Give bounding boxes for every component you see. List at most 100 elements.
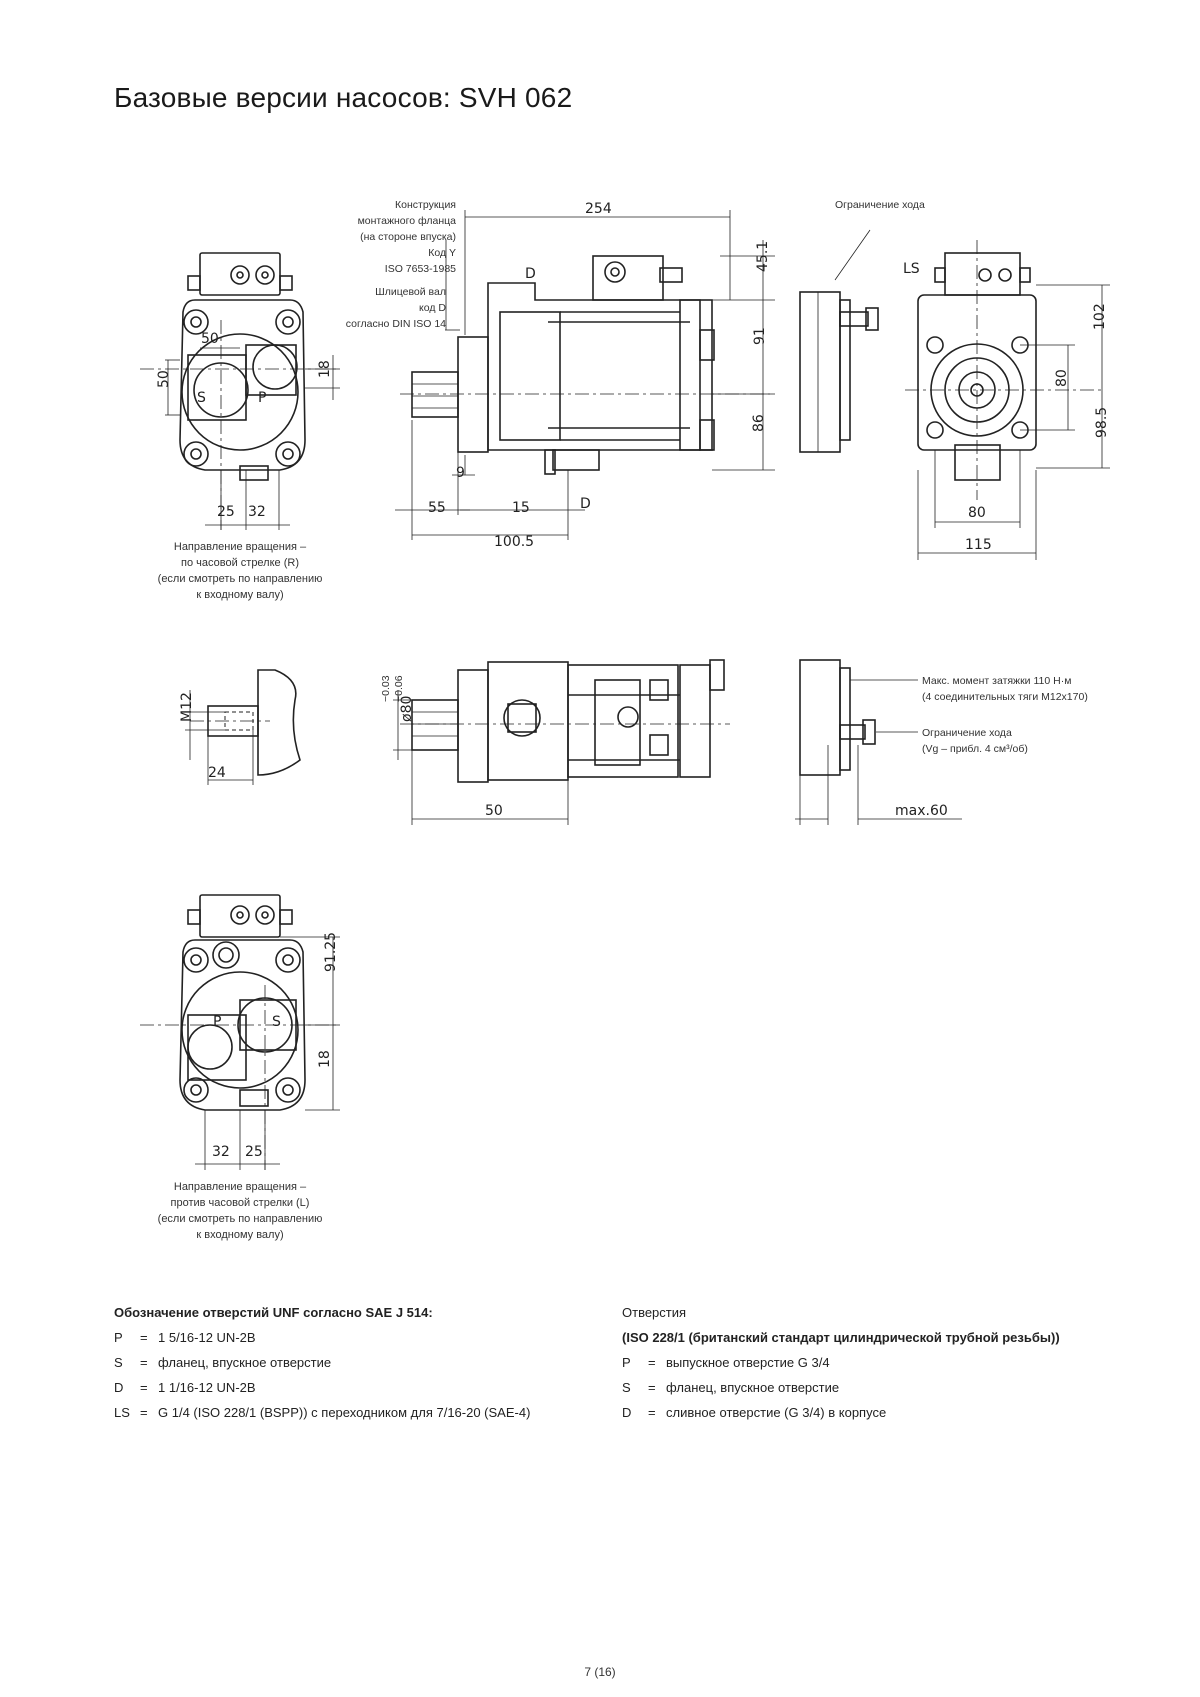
front-view-l bbox=[140, 894, 340, 1170]
notes-right-row: P = выпускное отверстие G 3/4 bbox=[622, 1350, 1162, 1375]
note-key: D bbox=[622, 1405, 632, 1420]
rear-view-dims bbox=[917, 284, 1110, 560]
rotation-r-line1: Направление вращения – bbox=[174, 541, 307, 553]
note-value: 1 1/16-12 UN-2B bbox=[158, 1380, 256, 1395]
port-d-top-label: D bbox=[525, 266, 536, 282]
stroke-limit-2-label-1: Ограничение хода bbox=[922, 727, 1012, 739]
notes-right-row: S = фланец, впускное отверстие bbox=[622, 1375, 1162, 1400]
dim-80-tol-up: −0.03 bbox=[380, 675, 392, 702]
notes-left-row: D = 1 1/16-12 UN-2B bbox=[114, 1375, 614, 1400]
dim-24: 24 bbox=[208, 765, 226, 781]
dim-98-5: 98.5 bbox=[1094, 407, 1110, 438]
page-number: 7 (16) bbox=[584, 1665, 616, 1679]
dim-80-right: 80 bbox=[1054, 369, 1070, 387]
flange-label-4: Код Y bbox=[428, 247, 456, 259]
stroke-limit-label: Ограничение хода bbox=[835, 199, 925, 211]
shaft-detail bbox=[190, 669, 301, 776]
page-title: Базовые версии насосов: SVH 062 bbox=[114, 82, 573, 113]
note-value: 1 5/16-12 UN-2B bbox=[158, 1330, 256, 1345]
port-s-label: S bbox=[197, 390, 206, 406]
torque-label-1: Макс. момент затяжки 110 Н·м bbox=[922, 675, 1071, 687]
dim-max-60: max.60 bbox=[895, 803, 948, 819]
top-view bbox=[400, 659, 730, 783]
note-eq: = bbox=[140, 1380, 148, 1395]
top-view-dims bbox=[393, 690, 569, 825]
notes-left-row: P = 1 5/16-12 UN-2B bbox=[114, 1325, 614, 1350]
note-eq: = bbox=[140, 1405, 148, 1420]
note-key: S bbox=[622, 1380, 631, 1395]
note-value: сливное отверстие (G 3/4) в корпусе bbox=[666, 1405, 887, 1420]
dim-50-side: 50 bbox=[485, 803, 503, 819]
note-eq: = bbox=[648, 1405, 656, 1420]
note-key: P bbox=[114, 1330, 123, 1345]
dim-50-top: 50 bbox=[201, 331, 219, 347]
dim-18-bottom: 18 bbox=[317, 1050, 333, 1068]
dim-32-bottom: 32 bbox=[212, 1144, 230, 1160]
note-value: G 1/4 (ISO 228/1 (BSPP)) с переходником … bbox=[158, 1405, 531, 1420]
note-key: LS bbox=[114, 1405, 130, 1420]
shaft-label-2: код D bbox=[419, 302, 446, 314]
flange-label-2: монтажного фланца bbox=[358, 215, 457, 227]
dim-91-25: 91.25 bbox=[323, 932, 339, 972]
dim-55: 55 bbox=[428, 500, 446, 516]
rotation-l-line2: против часовой стрелки (L) bbox=[171, 1197, 310, 1209]
note-eq: = bbox=[140, 1330, 148, 1345]
rotation-r-line2: по часовой стрелке (R) bbox=[181, 557, 299, 569]
side-view-main bbox=[400, 255, 770, 475]
dim-102: 102 bbox=[1092, 303, 1108, 330]
notes-left-heading: Обозначение отверстий UNF согласно SAE J… bbox=[114, 1305, 433, 1320]
note-value: выпускное отверстие G 3/4 bbox=[666, 1355, 830, 1370]
shaft-label-1: Шлицевой вал bbox=[375, 286, 446, 298]
dim-115: 115 bbox=[965, 537, 992, 553]
side-view-main-dims bbox=[395, 210, 775, 540]
notes-right-heading-1: Отверстия bbox=[622, 1305, 687, 1320]
stroke-limiter-bottom bbox=[799, 659, 918, 776]
note-eq: = bbox=[140, 1355, 148, 1370]
notes-right: Отверстия (ISO 228/1 (британский стандар… bbox=[622, 1300, 1162, 1425]
rotation-r-line3: (если смотреть по направлению bbox=[158, 573, 323, 585]
rotation-l-line1: Направление вращения – bbox=[174, 1181, 307, 1193]
front-view-l-dims bbox=[195, 936, 340, 1170]
note-value: фланец, впускное отверстие bbox=[158, 1355, 332, 1370]
notes-right-row: D = сливное отверстие (G 3/4) в корпусе bbox=[622, 1400, 1162, 1425]
notes-left-row: S = фланец, впускное отверстие bbox=[114, 1350, 614, 1375]
dim-254: 254 bbox=[585, 201, 612, 217]
front-view-r bbox=[140, 252, 340, 530]
dim-80-bottom: 80 bbox=[968, 505, 986, 521]
notes-left: Обозначение отверстий UNF согласно SAE J… bbox=[114, 1300, 614, 1425]
shaft-detail-dims bbox=[185, 690, 254, 785]
flange-label-1: Конструкция bbox=[395, 199, 456, 211]
dim-50-left: 50 bbox=[156, 370, 172, 388]
dim-18-top: 18 bbox=[317, 360, 333, 378]
dim-91: 91 bbox=[752, 327, 768, 345]
notes-left-row: LS = G 1/4 (ISO 228/1 (BSPP)) с переходник… bbox=[114, 1400, 614, 1425]
note-key: S bbox=[114, 1355, 123, 1370]
dim-9: 9 bbox=[456, 465, 465, 481]
note-value: фланец, впускное отверстие bbox=[666, 1380, 840, 1395]
rotation-r-line4: к входному валу) bbox=[196, 589, 283, 601]
dim-100-5: 100.5 bbox=[494, 534, 534, 550]
stroke-limiter-side bbox=[799, 229, 879, 453]
note-eq: = bbox=[648, 1355, 656, 1370]
note-key: P bbox=[622, 1355, 631, 1370]
dim-m12: M12 bbox=[179, 692, 195, 722]
notes-right-heading-2: (ISO 228/1 (британский стандарт цилиндри… bbox=[622, 1330, 1060, 1345]
dim-15: 15 bbox=[512, 500, 530, 516]
note-key: D bbox=[114, 1380, 124, 1395]
shaft-label-3: согласно DIN ISO 14 bbox=[346, 318, 446, 330]
stroke-limit-2-label-2: (Vg – прибл. 4 см³/об) bbox=[922, 743, 1028, 755]
dim-86: 86 bbox=[751, 414, 767, 432]
front-view-r-dims bbox=[165, 347, 340, 530]
port-p-label-l: P bbox=[213, 1014, 221, 1030]
flange-label-5: ISO 7653-1985 bbox=[385, 263, 456, 275]
dim-80-shaft: ø80 bbox=[399, 696, 415, 722]
dim-32-top: 32 bbox=[248, 504, 266, 520]
flange-label-3: (на стороне впуска) bbox=[360, 231, 456, 243]
port-ls-label: LS bbox=[903, 261, 920, 277]
rotation-l-line4: к входному валу) bbox=[196, 1229, 283, 1241]
stroke-limiter-bottom-dims bbox=[795, 745, 962, 825]
dim-45-1: 45.1 bbox=[755, 241, 771, 272]
port-s-label-l: S bbox=[272, 1014, 281, 1030]
note-eq: = bbox=[648, 1380, 656, 1395]
